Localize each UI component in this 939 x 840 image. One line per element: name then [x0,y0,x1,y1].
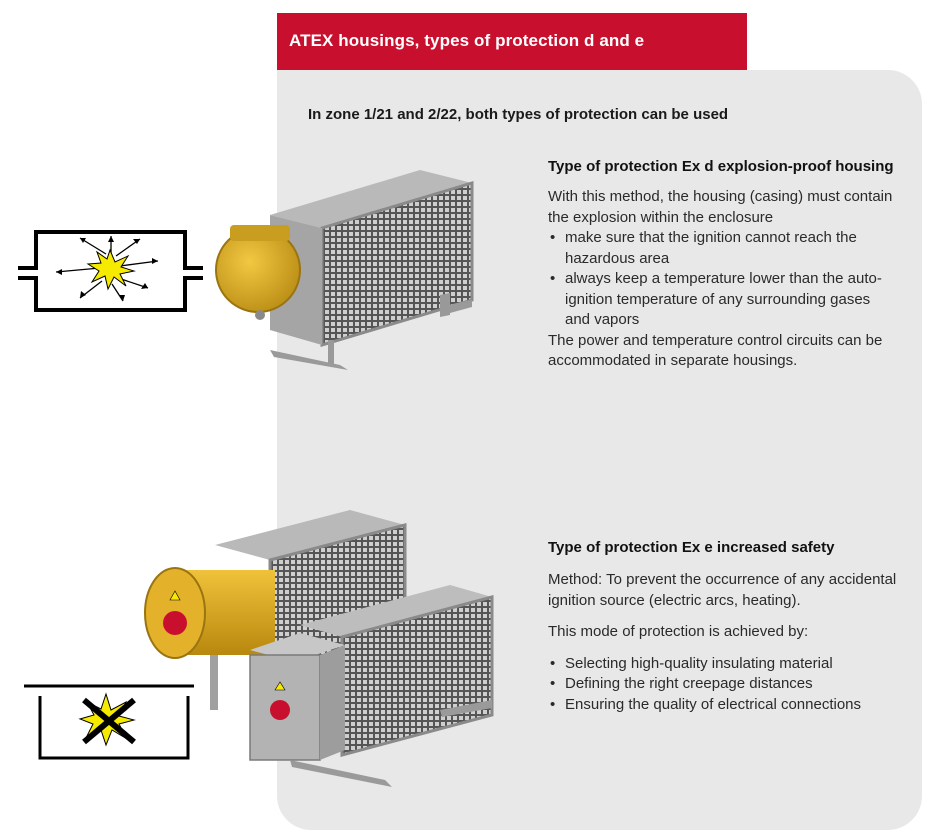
ex-d-title: Type of protection Ex d explosion-proof … [548,158,894,175]
ex-e-method: Method: To prevent the occurrence of any… [548,571,897,609]
ex-e-heater-illustration [144,510,494,787]
section-banner: ATEX housings, types of protection d and… [277,13,747,70]
list-item: always keep a temperature lower than the… [548,269,898,331]
ex-d-heater-illustration [215,170,474,370]
ex-d-section: Type of protection Ex d explosion-proof … [548,159,898,372]
list-item: Selecting high-quality insulating materi… [548,654,898,675]
explosion-contained-icon [18,230,203,312]
list-item: make sure that the ignition cannot reach… [548,228,898,269]
ex-e-title: Type of protection Ex e increased safety [548,539,835,556]
ex-d-note: The power and temperature control circui… [548,331,883,370]
ex-e-section: Type of protection Ex e increased safety… [548,540,898,715]
list-item: Ensuring the quality of electrical conne… [548,695,898,716]
list-item: Defining the right creepage distances [548,674,898,695]
intro-text: In zone 1/21 and 2/22, both types of pro… [308,106,729,123]
ex-e-bullet-list: Selecting high-quality insulating materi… [548,654,898,716]
ex-e-achieved: This mode of protection is achieved by: [548,623,809,640]
ex-d-bullet-list: make sure that the ignition cannot reach… [548,228,898,331]
ex-d-lead: With this method, the housing (casing) m… [548,188,893,226]
explosion-prevented-icon [24,684,194,760]
